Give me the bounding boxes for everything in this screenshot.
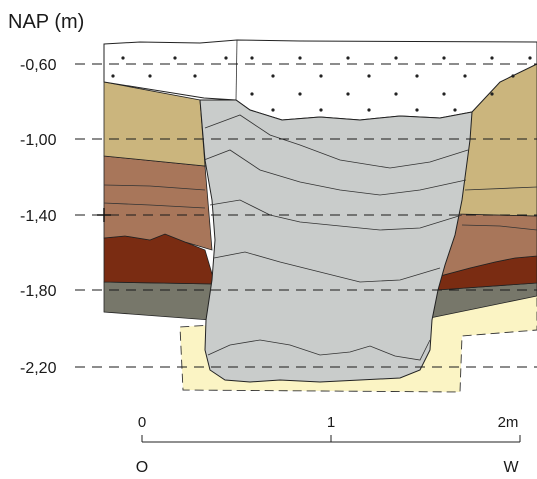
stipple-dot (298, 92, 302, 96)
brown-layer (103, 155, 537, 277)
scale-tick-label: 0 (138, 414, 146, 431)
pit-fill (199, 99, 473, 383)
depth-label: -0,60 (20, 57, 57, 74)
depth-label: -1,40 (20, 208, 57, 225)
stipple-dot (121, 56, 125, 60)
stipple-dot (319, 74, 323, 78)
scale-tick-label: 1 (327, 414, 335, 431)
stipple-dot (319, 108, 323, 112)
layer-line (103, 202, 206, 209)
stipple-dot (415, 108, 419, 112)
stipple-dot (271, 108, 275, 112)
stipple-dot (224, 56, 228, 60)
stipple-dot (367, 74, 371, 78)
stipple-dot (346, 92, 350, 96)
stipple-dot (394, 92, 398, 96)
stipple-dot (511, 74, 515, 78)
pit-fill-lines (203, 114, 469, 361)
stipple-dot (394, 56, 398, 60)
scale-bar: 0 1 2m O W (136, 414, 521, 476)
y-axis-title: NAP (m) (8, 11, 84, 33)
layer-line (103, 184, 206, 191)
stipple-dot (193, 74, 197, 78)
stipple-dot (148, 74, 152, 78)
scale-tick-label: 2m (498, 414, 519, 431)
survey-cross-marker (97, 208, 111, 222)
stipple-dot (173, 56, 177, 60)
stipple-dot (490, 92, 494, 96)
stipple-dot (250, 56, 254, 60)
stipple-dot (490, 56, 494, 60)
layer-line (464, 186, 537, 191)
topsoil-boundary-line (235, 39, 238, 101)
depth-gridlines (75, 63, 537, 368)
stipple-dot (298, 56, 302, 60)
layer-line (461, 224, 537, 231)
direction-label-right: W (503, 459, 519, 476)
stipple-dot (250, 92, 254, 96)
depth-label: -2,20 (20, 360, 57, 377)
direction-label-left: O (136, 459, 148, 476)
stipple-dot (442, 92, 446, 96)
stipple-dot (528, 56, 532, 60)
stipple-dot (442, 56, 446, 60)
stipple-dot (463, 74, 467, 78)
stipple-dot (271, 74, 275, 78)
depth-labels: -0,60 -1,00 -1,40 -1,80 -2,20 (20, 57, 57, 377)
topsoil-dots (111, 56, 532, 112)
depth-label: -1,00 (20, 132, 57, 149)
stipple-dot (111, 74, 115, 78)
stipple-dot (367, 108, 371, 112)
stipple-dot (346, 56, 350, 60)
stipple-dot (415, 74, 419, 78)
stipple-dot (453, 108, 457, 112)
depth-label: -1,80 (20, 283, 57, 300)
